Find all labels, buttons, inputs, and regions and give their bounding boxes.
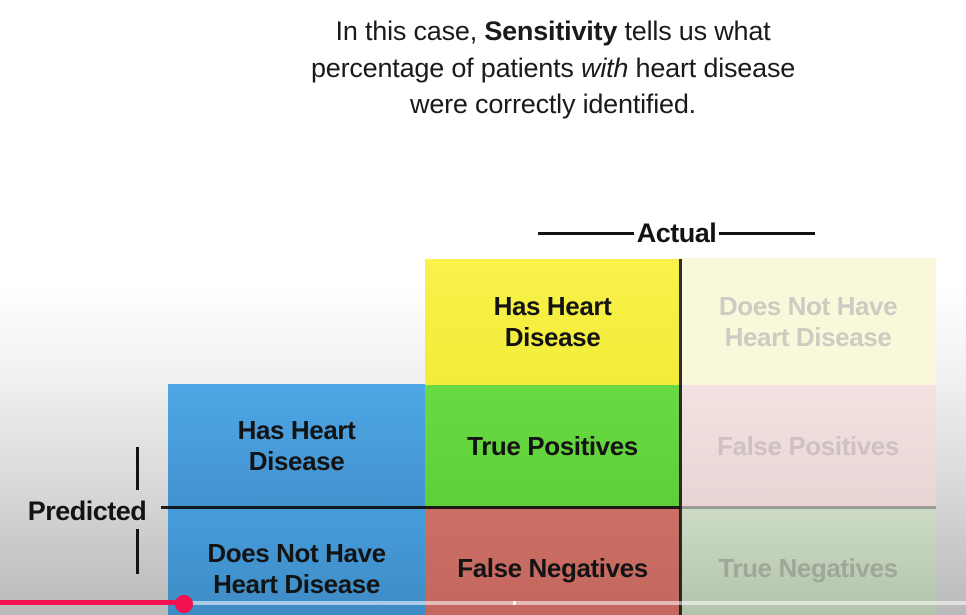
predicted-axis-label: Predicted — [27, 496, 147, 526]
cell-false-negatives: False Negatives — [425, 507, 680, 615]
video-progress-rail[interactable] — [0, 601, 966, 605]
caption-line-2: percentage of patients with heart diseas… — [310, 52, 796, 83]
row-header-predicted-does-not-have-heart-disease: Does Not Have Heart Disease — [168, 507, 425, 615]
row-header-predicted-has-heart-disease: Has Heart Disease — [168, 384, 425, 507]
cell-true-negatives-faded: True Negatives — [680, 507, 936, 615]
cell-true-positives: True Positives — [425, 385, 680, 507]
actual-axis: Actual — [538, 217, 815, 249]
video-scrubber-handle[interactable] — [174, 595, 193, 613]
col-header-actual-does-not-have-heart-disease-faded: Does Not Have Heart Disease — [680, 258, 936, 385]
actual-axis-label: Actual — [636, 217, 717, 248]
cell-false-positives-faded: False Positives — [680, 385, 936, 507]
actual-axis-line-right — [719, 231, 815, 235]
caption-line-1: In this case, Sensitivity tells us what — [335, 16, 771, 46]
video-progress-played[interactable] — [0, 600, 184, 605]
actual-axis-line-left — [538, 231, 634, 235]
matrix-column-divider — [679, 259, 682, 615]
predicted-axis-tick-bottom — [136, 529, 139, 574]
matrix-row-divider — [161, 506, 936, 509]
predicted-axis-tick-top — [136, 447, 139, 490]
caption-emphasis-sensitivity: Sensitivity — [484, 16, 618, 46]
caption-line-3: were correctly identified. — [410, 89, 696, 119]
video-chapter-marker — [513, 601, 516, 605]
caption: In this case, Sensitivity tells us what … — [203, 13, 903, 123]
caption-emphasis-with: with — [581, 52, 629, 83]
col-header-actual-has-heart-disease: Has Heart Disease — [425, 259, 680, 385]
